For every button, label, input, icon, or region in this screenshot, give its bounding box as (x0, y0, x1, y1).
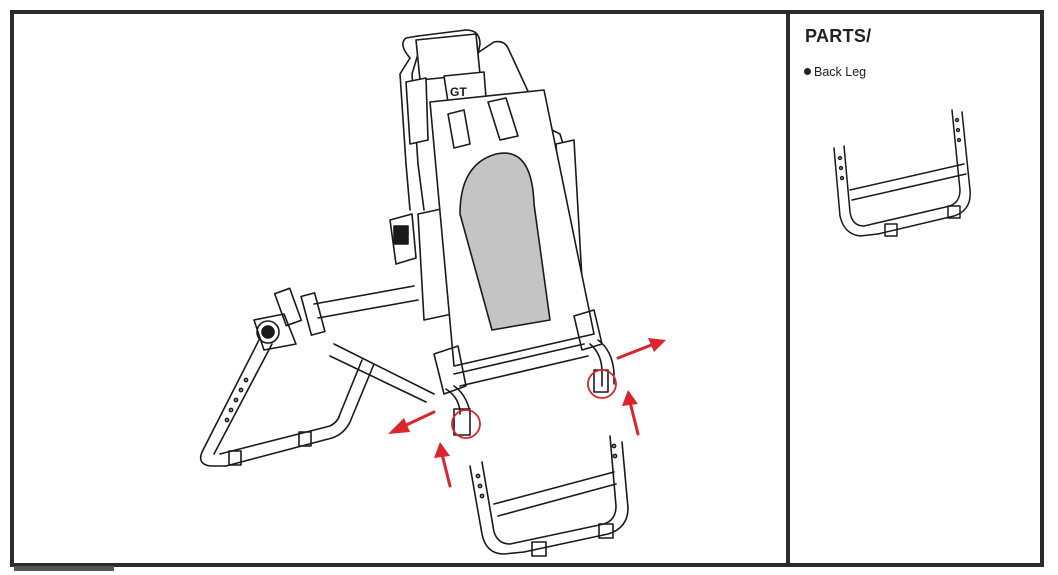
left-mechanism (253, 213, 417, 351)
arrow-right-upward (622, 390, 640, 436)
left-leg-stub (453, 408, 471, 436)
highlight-circle-left (451, 409, 481, 439)
assembly-illustration: GT (199, 29, 666, 557)
arrow-right-outward (616, 338, 666, 360)
page-frame (10, 10, 1044, 567)
svg-text:GT: GT (450, 85, 467, 99)
back-leg-part (469, 435, 629, 557)
left-base-leg (199, 337, 375, 467)
arrow-left-upward (434, 442, 452, 488)
parts-list-item: Back Leg (804, 65, 874, 79)
backrest-brackets (433, 309, 615, 395)
back-leg-thumbnail (833, 109, 971, 237)
bottom-strip (14, 566, 114, 571)
cross-tubes (313, 285, 589, 403)
panel-divider (786, 10, 790, 567)
parts-panel: PARTS/ Back Leg (790, 14, 1040, 563)
parts-heading: PARTS/ (805, 26, 871, 46)
right-leg-stub (593, 369, 609, 393)
parts-item-label: Back Leg (814, 65, 867, 79)
highlight-circle-right (587, 369, 617, 399)
arrow-left-outward (388, 410, 436, 434)
bullet-icon (804, 68, 811, 76)
